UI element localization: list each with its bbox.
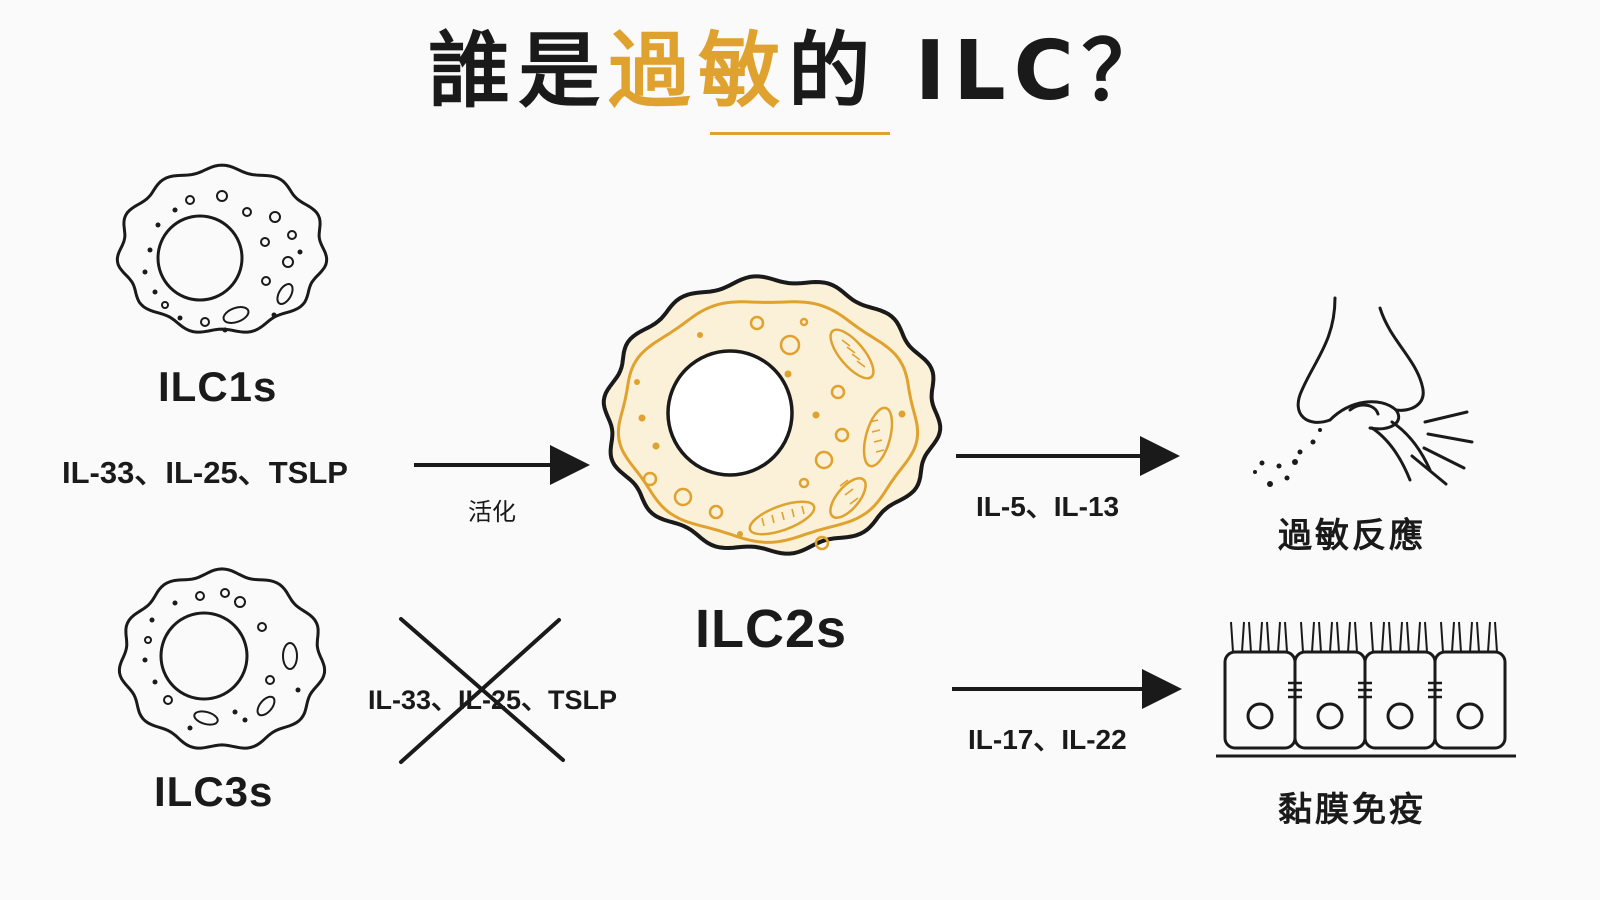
ilc2-dots <box>634 332 906 537</box>
ilc2-cristae <box>761 339 885 527</box>
epithelium-icon <box>1216 621 1516 758</box>
ilc3-granules <box>144 588 298 726</box>
ilc3-nucleus <box>159 611 249 701</box>
ilc2-inner-membrane <box>616 300 920 544</box>
ilc2-nucleus <box>666 349 794 477</box>
ilc3-cell-icon <box>117 567 327 750</box>
ilc3-dots <box>142 600 301 731</box>
mitochondrion-1 <box>829 328 875 380</box>
allergy-cytokines: IL-5、IL-13 <box>976 491 1120 522</box>
nose-sneeze-icon <box>1296 296 1474 486</box>
ilc2-organelles <box>642 315 894 551</box>
page-title: 誰是過敏的 ILC？ <box>0 22 1600 122</box>
mitochondrion-2 <box>862 406 894 468</box>
activate-label: 活化 <box>468 499 516 526</box>
ilc3-membrane <box>117 567 327 750</box>
blocked-signals: IL-33、IL-25、TSLP <box>368 685 618 715</box>
title-part2: 的 ILC？ <box>788 24 1172 119</box>
ilc1-cell-icon <box>115 163 329 334</box>
mucosal-cytokines: IL-17、IL-22 <box>968 724 1127 755</box>
ilc1-label: ILC1s <box>158 363 278 410</box>
ilc2-cell-icon <box>601 274 943 556</box>
activating-signals: IL-33、IL-25、TSLP <box>62 455 348 490</box>
allergy-label: 過敏反應 <box>1278 517 1426 555</box>
ilc1-dots <box>142 207 303 333</box>
mucosal-label: 黏膜免疫 <box>1278 791 1426 829</box>
ilc1-granules <box>161 190 297 327</box>
title-underline <box>710 132 890 135</box>
ilc3-label: ILC3s <box>154 768 274 815</box>
mitochondrion-4 <box>748 500 816 536</box>
title-highlight: 過敏 <box>608 24 789 119</box>
sneeze-droplets <box>1253 428 1322 487</box>
mitochondrion-3 <box>829 477 867 519</box>
ilc2-label: ILC2s <box>695 599 848 659</box>
title-part1: 誰是 <box>428 24 609 119</box>
blocked-cross-icon <box>399 617 565 764</box>
ilc1-nucleus <box>156 214 244 302</box>
ilc1-membrane <box>115 163 329 334</box>
